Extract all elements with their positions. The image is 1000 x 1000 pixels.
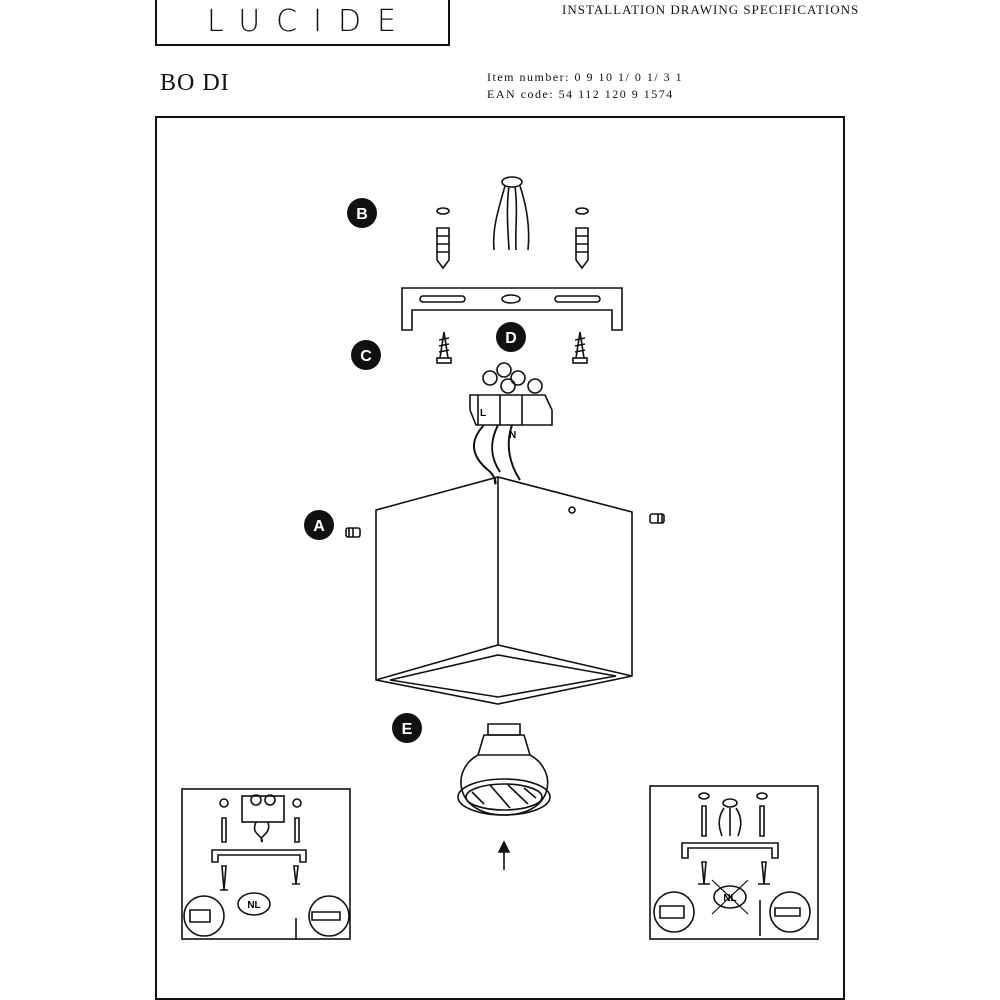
inset-left <box>181 788 351 940</box>
screw-right <box>572 331 588 364</box>
inset-right <box>649 785 819 940</box>
wall-plug-left <box>436 207 450 270</box>
supply-wires <box>473 424 521 485</box>
badge-d-label: D <box>505 330 517 347</box>
badge-b: B <box>347 198 377 228</box>
badge-d: D <box>496 322 526 352</box>
terminal-neutral-label: N <box>509 430 516 441</box>
mounting-bracket <box>401 287 623 331</box>
product-name: BO DI <box>160 70 230 96</box>
badge-c-label: C <box>360 348 372 365</box>
badge-e-label: E <box>402 721 413 738</box>
ceiling-wires <box>492 176 530 251</box>
badge-a: A <box>304 510 334 540</box>
screw-left <box>436 331 452 364</box>
cube-housing <box>375 476 633 705</box>
brand-logo: LUCIDE <box>155 0 450 46</box>
inset-left-label: NL <box>247 900 260 911</box>
badge-e: E <box>392 713 422 743</box>
wall-plug-right <box>575 207 589 270</box>
side-screw-left <box>345 527 361 538</box>
gu10-lamp <box>457 723 551 870</box>
ean-code: EAN code: 54 112 120 9 1574 <box>487 87 674 101</box>
terminal-live-label: L <box>480 408 486 419</box>
brand-logo-text: LUCIDE <box>206 4 413 39</box>
badge-a-label: A <box>313 518 325 535</box>
document-title: INSTALLATION DRAWING SPECIFICATIONS <box>562 2 860 17</box>
badge-b-label: B <box>356 206 368 223</box>
terminal-block <box>469 362 553 426</box>
item-number: Item number: 0 9 10 1/ 0 1/ 3 1 <box>487 70 684 84</box>
side-screw-right <box>649 513 665 524</box>
badge-c: C <box>351 340 381 370</box>
inset-right-label: NL <box>723 893 736 904</box>
drawing-frame <box>155 116 845 1000</box>
